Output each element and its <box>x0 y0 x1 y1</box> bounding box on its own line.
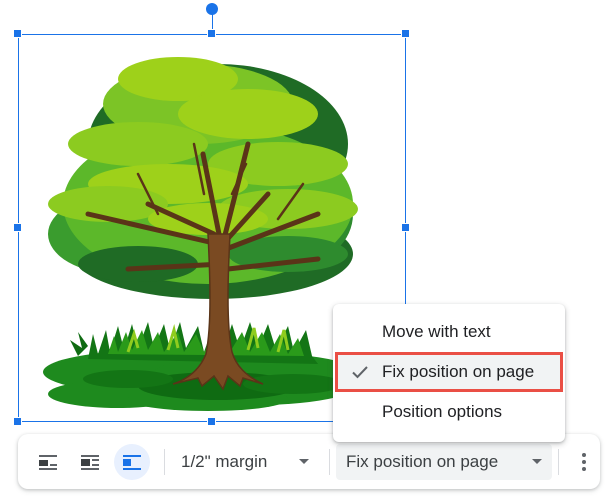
more-vert-dot <box>582 466 586 471</box>
margin-dropdown-label: 1/2" margin <box>181 451 268 471</box>
resize-handle-bottom-left[interactable] <box>13 417 22 426</box>
more-vert-dot <box>582 459 586 464</box>
more-options-button[interactable] <box>569 444 599 480</box>
resize-handle-left[interactable] <box>13 223 22 232</box>
wrap-text-icon <box>81 454 99 470</box>
rotation-stem <box>211 11 213 34</box>
break-text-icon <box>123 454 141 470</box>
toolbar-divider <box>329 448 330 475</box>
resize-handle-top[interactable] <box>207 29 216 38</box>
rotate-handle[interactable] <box>206 3 218 15</box>
menu-item-label: Move with text <box>382 322 491 341</box>
tree-image[interactable] <box>18 34 407 423</box>
menu-item-label: Position options <box>382 402 503 421</box>
resize-handle-top-left[interactable] <box>13 29 22 38</box>
more-vert-icon <box>582 452 586 457</box>
tree-trunk <box>85 141 321 272</box>
menu-item-fix-position[interactable]: Fix position on page <box>335 352 563 392</box>
checkmark-icon <box>352 366 368 379</box>
position-menu: Move with text Fix position on page Posi… <box>333 304 565 442</box>
image-options-toolbar: 1/2" margin Fix position on page <box>18 434 600 489</box>
caret-down-icon <box>299 459 309 464</box>
position-dropdown[interactable]: Fix position on page <box>336 443 552 480</box>
resize-handle-bottom[interactable] <box>207 417 216 426</box>
menu-item-label: Fix position on page <box>382 362 535 381</box>
menu-item-move-with-text[interactable]: Move with text <box>333 312 565 352</box>
menu-item-position-options[interactable]: Position options <box>333 392 565 432</box>
resize-handle-top-right[interactable] <box>401 29 410 38</box>
inline-button[interactable] <box>30 444 66 480</box>
toolbar-divider <box>558 448 559 475</box>
break-text-button[interactable] <box>114 443 150 480</box>
trunk <box>172 233 264 391</box>
grass <box>70 322 318 364</box>
inline-text-icon <box>39 454 57 470</box>
caret-down-icon <box>532 459 542 464</box>
resize-handle-right[interactable] <box>401 223 410 232</box>
position-dropdown-label: Fix position on page <box>346 451 499 471</box>
toolbar-divider <box>164 448 165 475</box>
wrap-text-button[interactable] <box>72 444 108 480</box>
tree-illustration <box>43 57 368 411</box>
margin-dropdown[interactable]: 1/2" margin <box>177 444 319 480</box>
